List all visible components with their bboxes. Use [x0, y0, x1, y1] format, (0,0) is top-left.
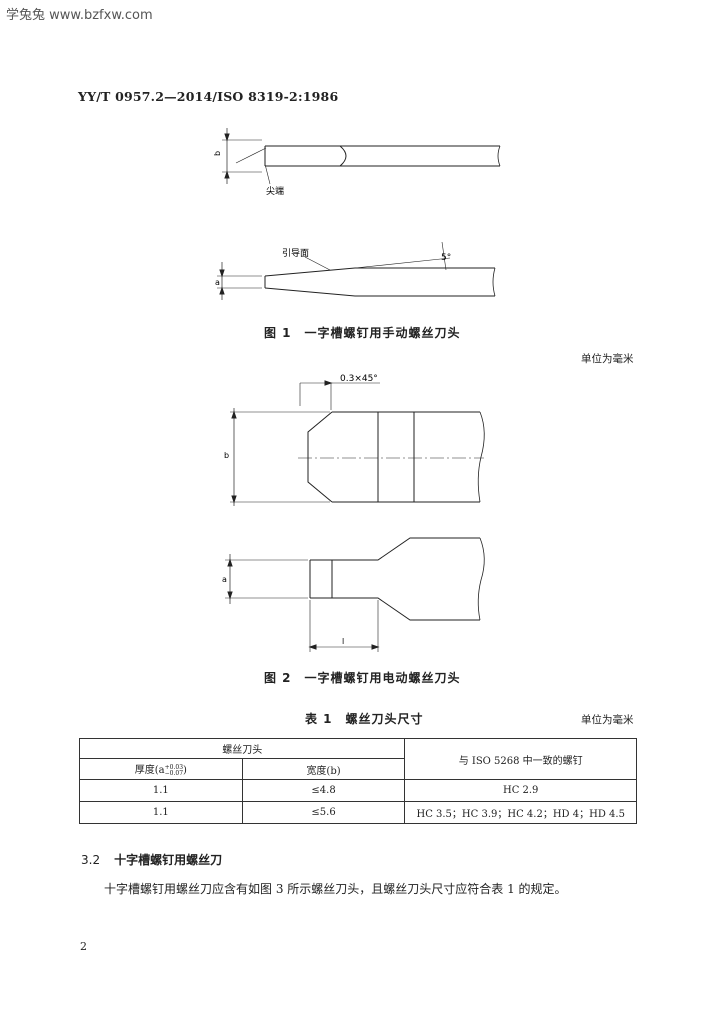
fig1-label-angle: 5°	[441, 253, 451, 263]
cell-thickness: 1.1	[79, 779, 243, 802]
standard-code: YY/T 0957.2—2014/ISO 8319-2:1986	[78, 89, 339, 104]
cell-width: ≤5.6	[241, 801, 406, 824]
header-width: 宽度(b)	[241, 758, 406, 780]
header-thickness: 厚度(a+0.03−0.07)	[79, 758, 243, 780]
section-heading: 3.2 十字槽螺钉用螺丝刀	[81, 851, 222, 868]
header-screw: 与 ISO 5268 中一致的螺钉	[404, 738, 637, 780]
cell-thickness: 1.1	[79, 801, 243, 824]
cell-screw: HC 2.9	[404, 779, 637, 802]
fig1-label-guide: 引导面	[282, 248, 309, 259]
header-driver-head: 螺丝刀头	[78, 738, 406, 759]
figure-2-unit: 单位为毫米	[581, 353, 634, 365]
table-1-unit: 单位为毫米	[581, 714, 634, 726]
table-row: 1.1 ≤5.6 HC 3.5；HC 3.9；HC 4.2；HD 4；HD 4.…	[79, 801, 637, 824]
cell-width: ≤4.8	[241, 779, 406, 802]
header-thickness-post: )	[183, 765, 187, 777]
tolerance-upper: +0.03	[164, 763, 184, 771]
section-paragraph: 十字槽螺钉用螺丝刀应含有如图 3 所示螺丝刀头，且螺丝刀头尺寸应符合表 1 的规…	[104, 882, 567, 896]
fig2-label-b: b	[224, 451, 229, 460]
fig2-label-l: l	[342, 637, 344, 646]
figure-1-caption: 图 1 一字槽螺钉用手动螺丝刀头	[264, 326, 461, 340]
figure-1-drawing: b 尖端 引导面 5° a	[213, 128, 501, 300]
cell-screw: HC 3.5；HC 3.9；HC 4.2；HD 4；HD 4.5	[404, 801, 637, 824]
tolerance-lower: −0.07	[164, 769, 184, 777]
fig1-label-a: a	[215, 278, 220, 287]
dimension-table: 螺丝刀头 与 ISO 5268 中一致的螺钉 厚度(a+0.03−0.07) 宽…	[78, 738, 637, 824]
table-1-title: 表 1 螺丝刀头尺寸	[305, 712, 424, 726]
fig2-label-chamfer: 0.3×45°	[340, 374, 378, 384]
header-thickness-pre: 厚度(a	[134, 765, 165, 777]
figure-2-drawing: 0.3×45° b a l	[222, 374, 485, 652]
page-number: 2	[80, 940, 87, 953]
figure-2-caption: 图 2 一字槽螺钉用电动螺丝刀头	[264, 671, 461, 685]
fig1-label-tip: 尖端	[266, 185, 284, 197]
table-row: 1.1 ≤4.8 HC 2.9	[79, 779, 637, 802]
section-title: 十字槽螺钉用螺丝刀	[114, 853, 223, 867]
fig1-label-b: b	[213, 151, 222, 156]
fig2-label-a: a	[222, 575, 227, 584]
section-number: 3.2	[81, 853, 101, 867]
watermark: 学兔兔 www.bzfxw.com	[6, 8, 153, 23]
